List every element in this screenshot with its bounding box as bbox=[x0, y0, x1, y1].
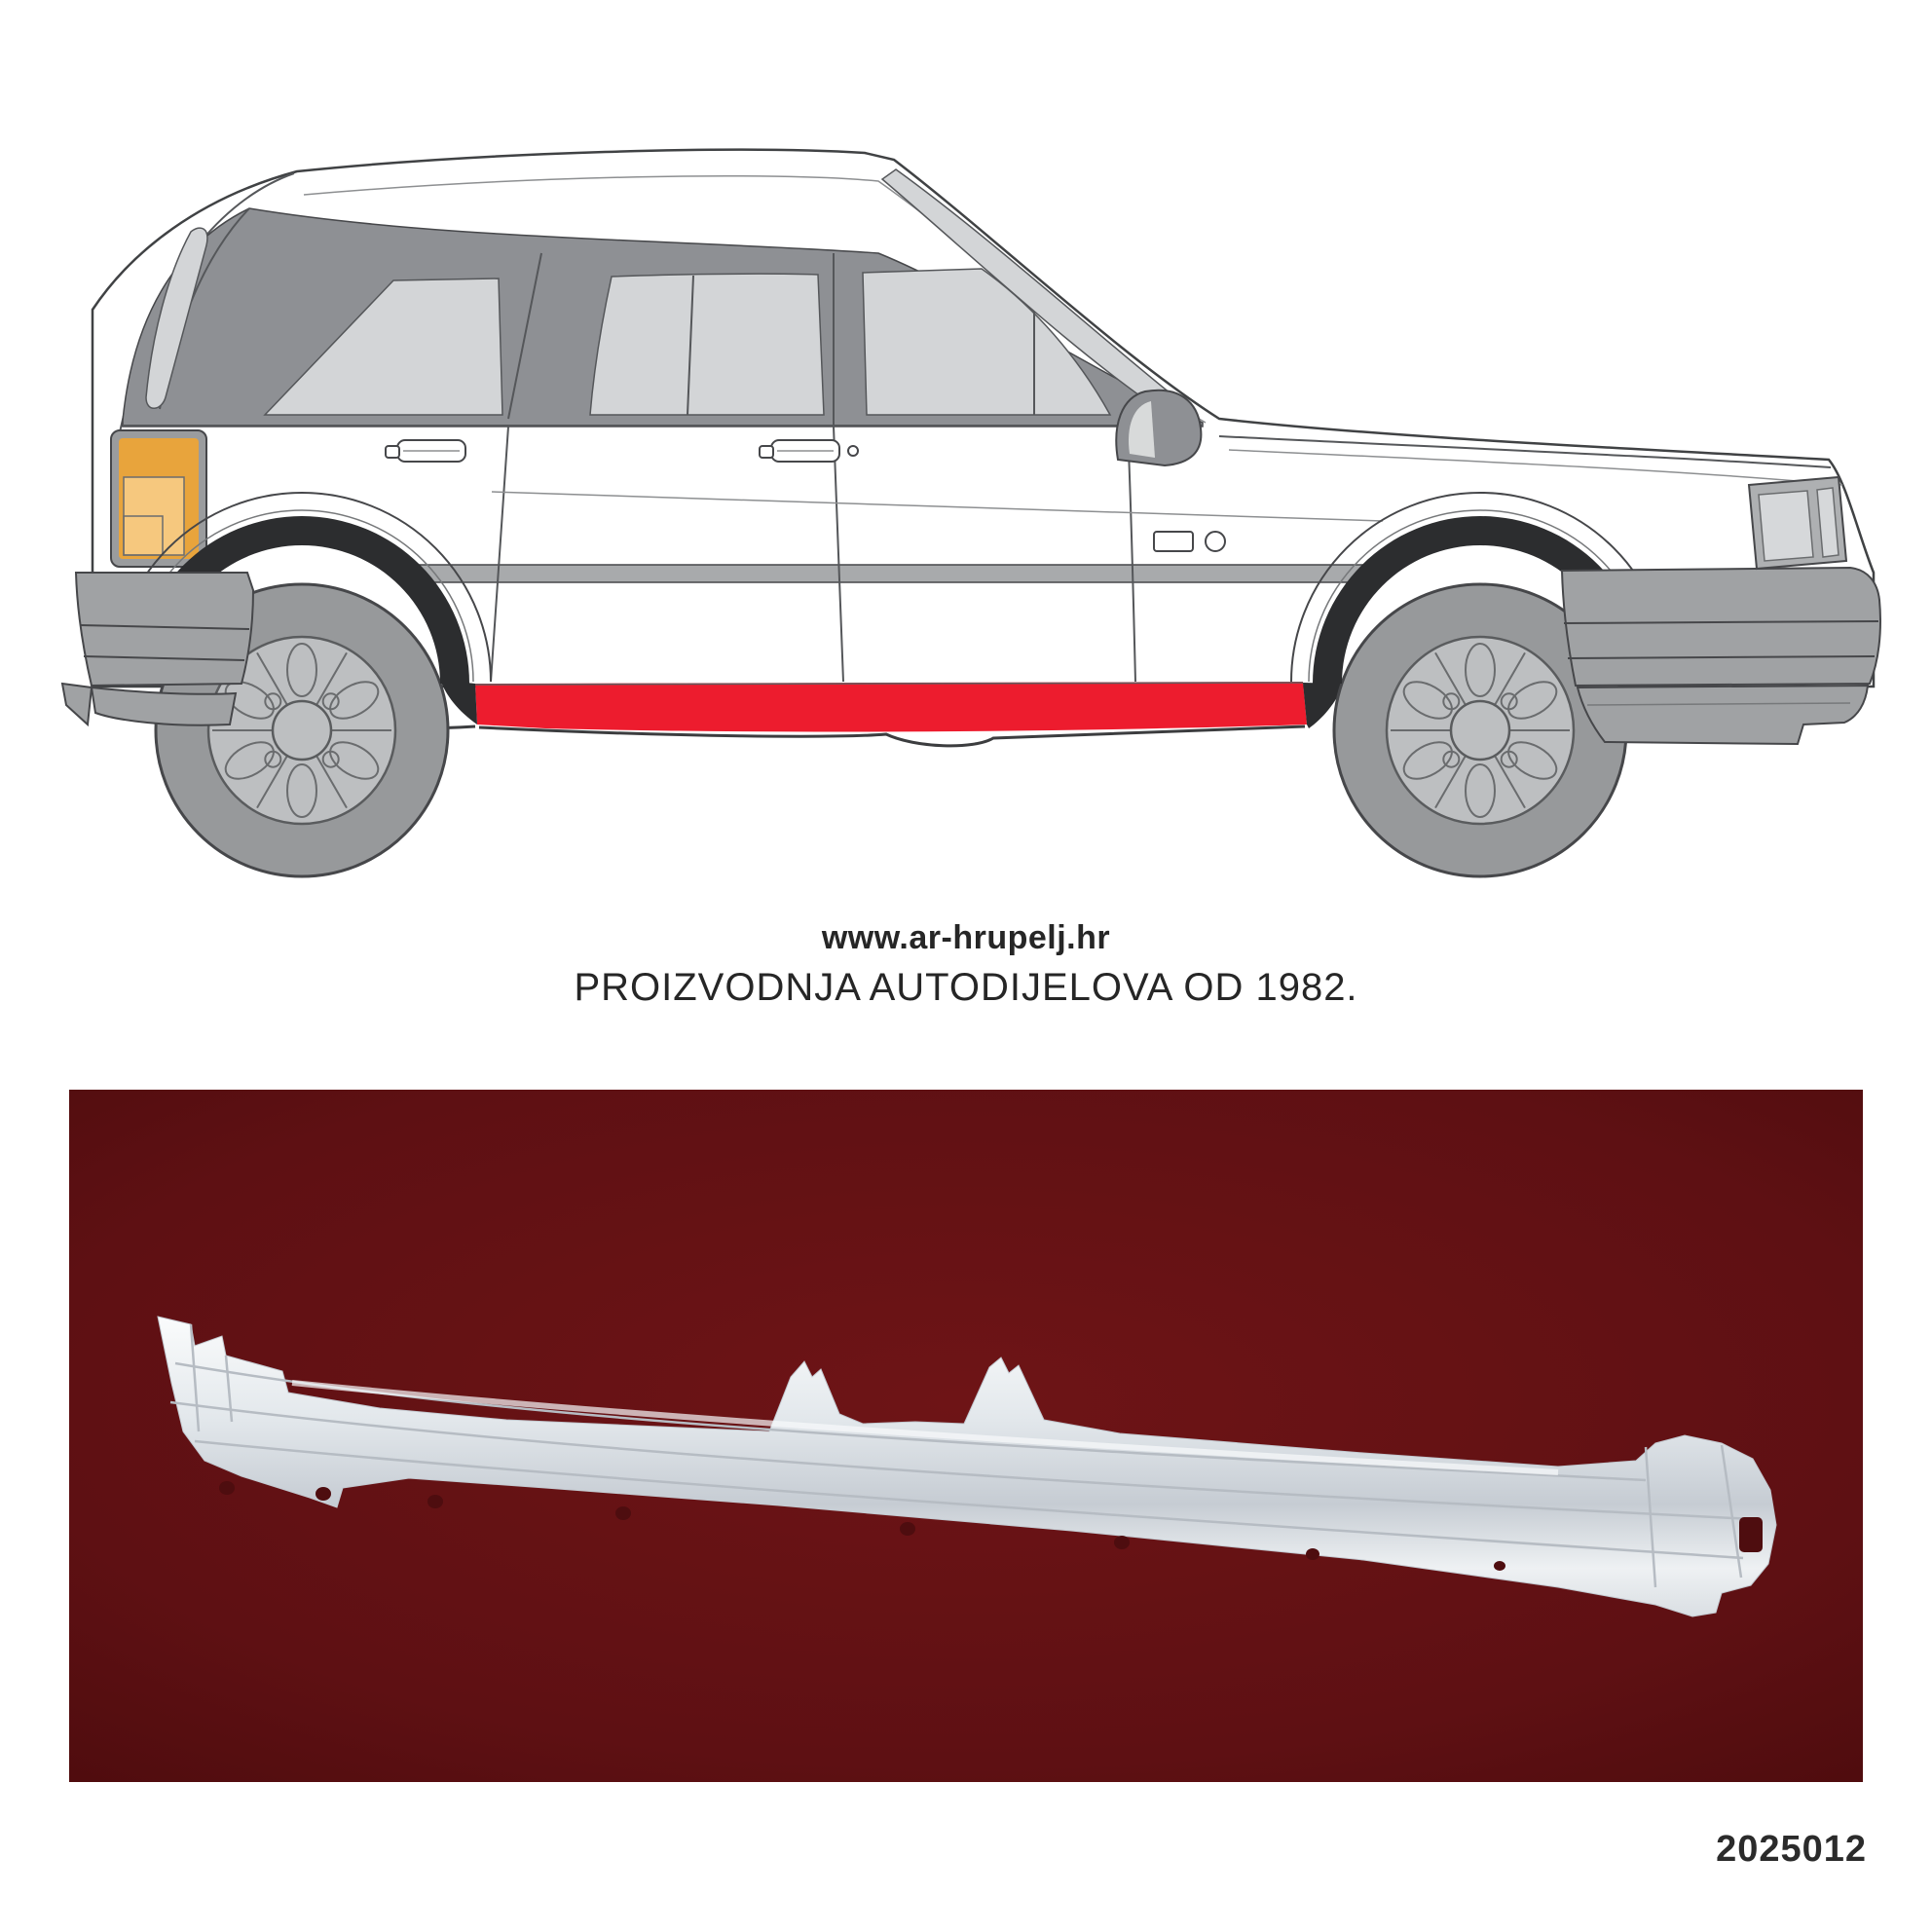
hood-crease bbox=[1218, 435, 1832, 468]
front-door-handle bbox=[759, 439, 859, 463]
rear-door-front-gap bbox=[490, 252, 542, 683]
sill-highlight bbox=[248, 680, 1344, 748]
hood-crease-2 bbox=[1228, 449, 1843, 486]
company-tagline: PROIZVODNJA AUTODIJELOVA OD 1982. bbox=[574, 966, 1358, 1009]
front-wheel-arch bbox=[1313, 516, 1648, 684]
hatch-quarter-glass bbox=[145, 227, 208, 409]
front-wheel bbox=[1332, 582, 1628, 878]
side-mirror bbox=[1115, 389, 1203, 467]
door-to-door-gap bbox=[833, 253, 844, 683]
front-door-window bbox=[862, 268, 1112, 416]
fixing-holes bbox=[219, 1481, 1505, 1571]
sill-panel-part bbox=[157, 1316, 1777, 1617]
tail-light bbox=[110, 429, 207, 568]
rear-door-window bbox=[589, 273, 825, 416]
car-diagram bbox=[60, 148, 1881, 878]
front-bumper bbox=[1560, 566, 1881, 746]
rear-quarter-window bbox=[263, 278, 503, 416]
part-number: 2025012 bbox=[1716, 1829, 1867, 1870]
website-url: www.ar-hrupelj.hr bbox=[821, 919, 1111, 956]
part-photo bbox=[69, 1090, 1863, 1782]
rear-door-window-divider bbox=[687, 275, 694, 416]
headlight bbox=[1747, 475, 1848, 571]
side-indicator bbox=[1153, 531, 1226, 552]
rear-bumper bbox=[60, 572, 255, 727]
rear-door-handle bbox=[385, 439, 466, 463]
rear-wheel-arch bbox=[134, 516, 469, 684]
side-moulding-stripe bbox=[408, 564, 1382, 583]
